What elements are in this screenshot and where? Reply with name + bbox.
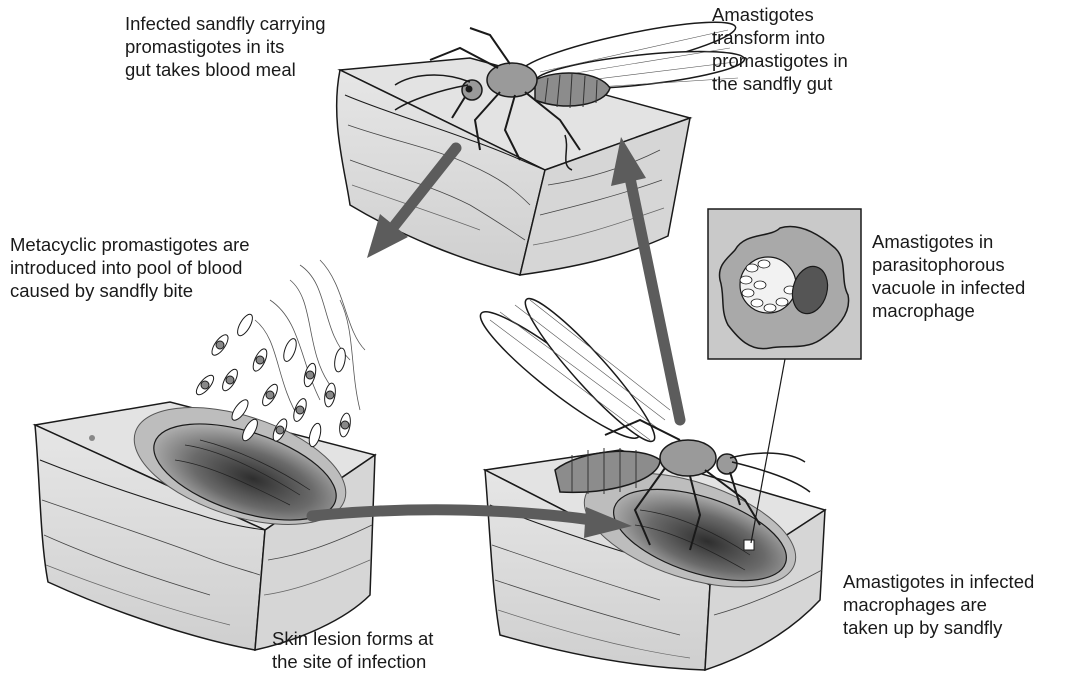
- label-parasitophorous-vacuole: Amastigotes in parasitophorous vacuole i…: [872, 230, 1025, 322]
- label-amastigote-transform: Amastigotes transform into promastigotes…: [712, 3, 848, 95]
- label-taken-up-by-sandfly: Amastigotes in infected macrophages are …: [843, 570, 1034, 639]
- label-skin-lesion: Skin lesion forms at the site of infecti…: [272, 627, 433, 673]
- label-metacyclic-promastigotes: Metacyclic promastigotes are introduced …: [10, 233, 250, 302]
- label-sandfly-blood-meal: Infected sandfly carrying promastigotes …: [125, 12, 326, 81]
